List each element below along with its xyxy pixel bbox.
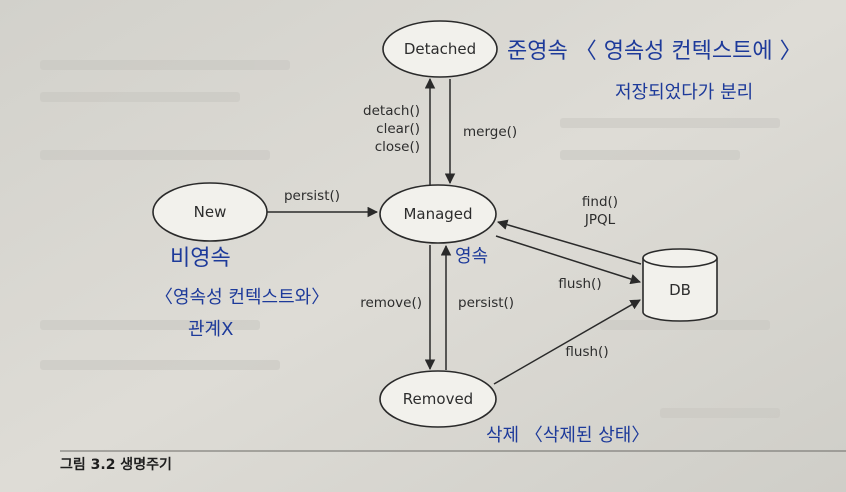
edge-managed-to-db <box>495 235 642 285</box>
edge-flush-managed-label: flush() <box>558 276 601 292</box>
node-new-label: New <box>194 203 227 221</box>
edge-close-label: close() <box>375 139 420 155</box>
node-managed-label: Managed <box>403 205 472 223</box>
edge-persist-removed-label: persist() <box>458 295 514 311</box>
node-removed-label: Removed <box>403 390 473 408</box>
bleed-through-marks <box>40 60 780 418</box>
edge-persist-new-label: persist() <box>284 188 340 204</box>
edge-clear-label: clear() <box>376 121 420 137</box>
edge-db-to-managed <box>496 219 642 265</box>
node-removed <box>379 370 497 428</box>
annotation-detached-line1: 준영속 〈 영속성 컨텍스트에 〉 <box>507 39 802 64</box>
edge-remove-label: remove() <box>360 295 422 311</box>
annotation-new-line2: 〈영속성 컨텍스트와〉 <box>155 287 329 308</box>
edge-jpql-label: JPQL <box>584 212 616 228</box>
edge-flush-removed-label: flush() <box>565 344 608 360</box>
edge-find-label: find() <box>582 194 618 210</box>
node-db <box>642 248 718 322</box>
node-managed <box>379 184 497 244</box>
annotation-detached-line2: 저장되었다가 분리 <box>615 82 753 103</box>
annotation-new-line3: 관계X <box>188 319 233 340</box>
node-detached-label: Detached <box>404 40 476 58</box>
figure-caption: 그림 3.2 생명주기 <box>60 456 172 473</box>
node-detached <box>382 20 498 78</box>
annotation-managed: 영속 <box>455 246 488 267</box>
annotation-new-line1: 비영속 <box>170 246 231 271</box>
edge-merge-label: merge() <box>463 124 517 140</box>
edge-detach-label: detach() <box>363 103 420 119</box>
node-db-label: DB <box>669 281 691 299</box>
annotation-removed: 삭제 〈삭제된 상태〉 <box>486 425 649 446</box>
edge-removed-to-db <box>493 299 641 385</box>
